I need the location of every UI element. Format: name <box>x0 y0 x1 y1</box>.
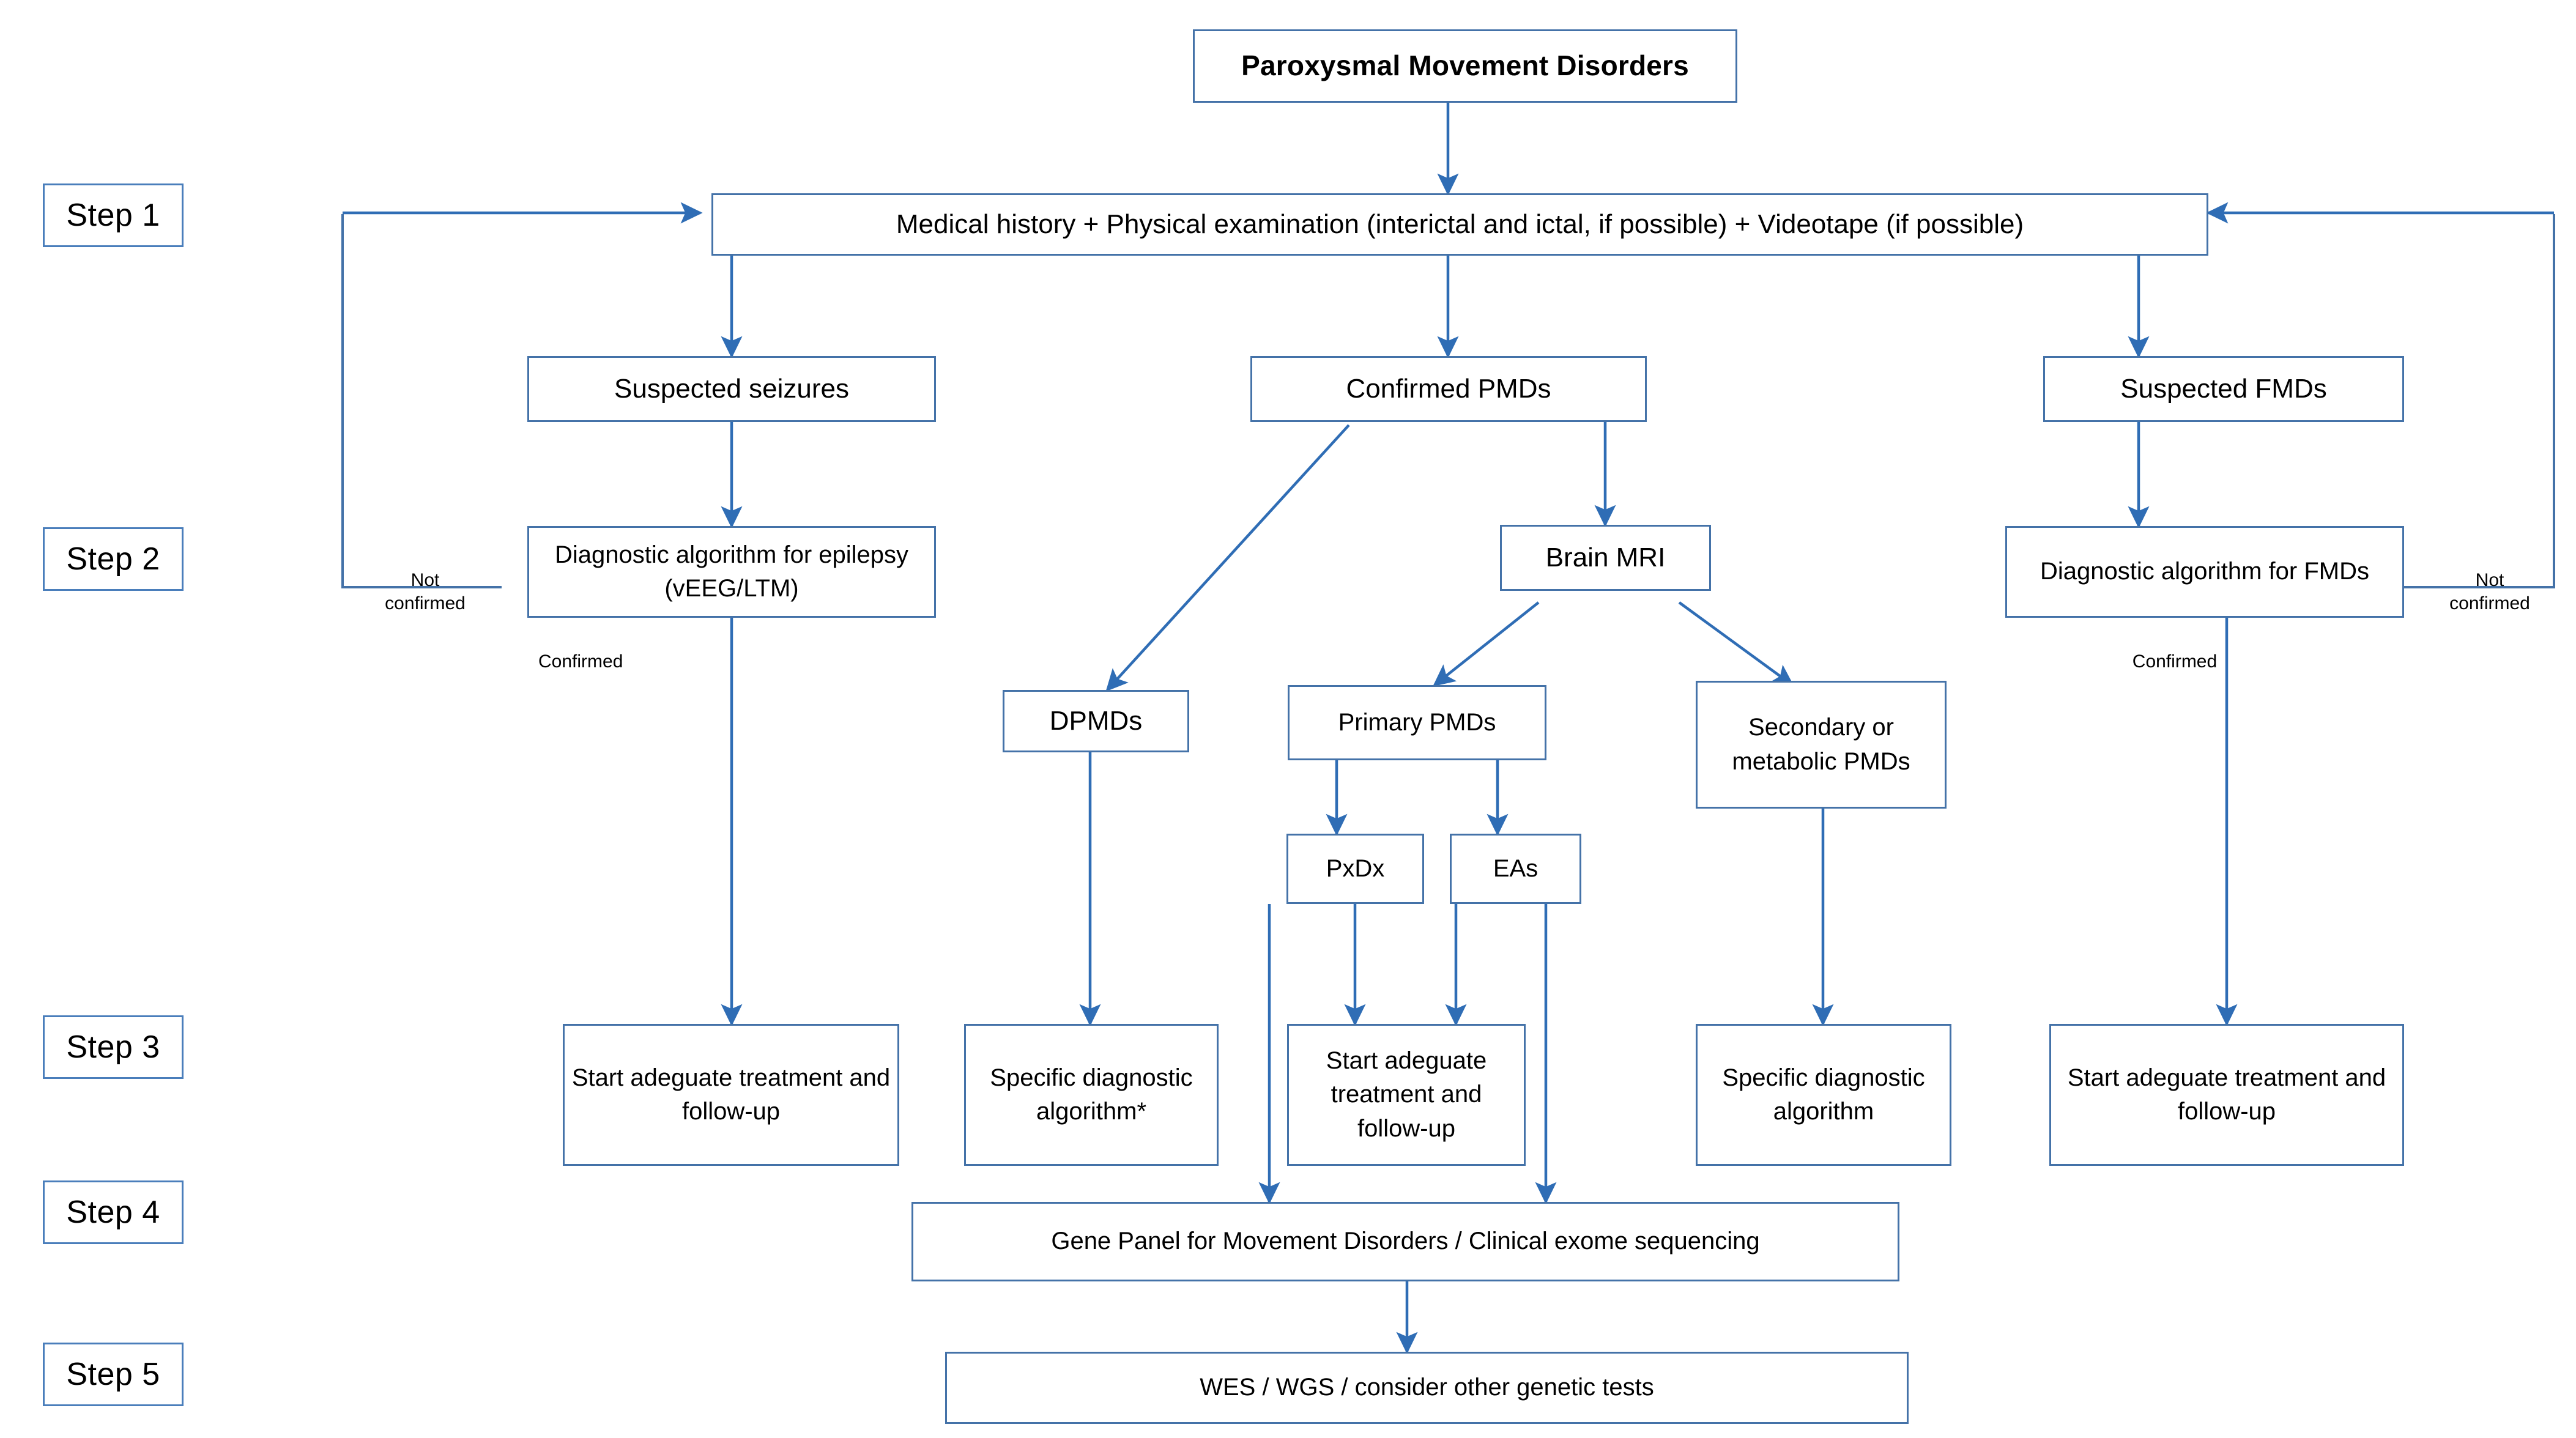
edge-label-not-confirmed-left: Not confirmed <box>385 570 466 613</box>
edge-mri-to-primary-pmds <box>1433 601 1540 687</box>
node-dpmds: DPMDs <box>1003 690 1189 752</box>
step-label-4: Step 4 <box>43 1180 184 1244</box>
node-suspected-seizures: Suspected seizures <box>527 356 936 422</box>
edge-label-confirmed-right: Confirmed <box>2132 651 2218 672</box>
edge-confirmed-to-dpmds <box>1105 424 1350 692</box>
node-treatment-middle: Start adeguate treatment and follow-up <box>1287 1024 1526 1166</box>
step-label-3: Step 3 <box>43 1015 184 1079</box>
node-specific-algorithm-star: Specific diagnostic algorithm* <box>964 1024 1219 1166</box>
node-specific-algorithm: Specific diagnostic algorithm <box>1696 1024 1951 1166</box>
edge-label-not-confirmed-right: Not confirmed <box>2449 570 2530 613</box>
edge-mri-to-secondary-pmds <box>1678 601 1794 687</box>
node-eas: EAs <box>1450 834 1581 904</box>
edge-label-confirmed-left: Confirmed <box>538 651 623 672</box>
edge-right-feedback-path <box>2404 214 2555 588</box>
node-gene-panel: Gene Panel for Movement Disorders / Clin… <box>911 1202 1899 1281</box>
node-epilepsy-diagnostic-algorithm: Diagnostic algorithm for epilepsy (vEEG/… <box>527 526 936 618</box>
step-label-1: Step 1 <box>43 183 184 247</box>
node-primary-pmds: Primary PMDs <box>1288 685 1546 760</box>
step-label-2: Step 2 <box>43 527 184 591</box>
node-medical-history-assessment: Medical history + Physical examination (… <box>711 193 2208 256</box>
node-secondary-metabolic-pmds: Secondary or metabolic PMDs <box>1696 681 1947 809</box>
step-label-5: Step 5 <box>43 1343 184 1406</box>
node-treatment-right: Start adeguate treatment and follow-up <box>2049 1024 2404 1166</box>
node-confirmed-pmds: Confirmed PMDs <box>1250 356 1647 422</box>
node-fmd-diagnostic-algorithm: Diagnostic algorithm for FMDs <box>2005 526 2404 618</box>
edge-left-feedback-path <box>341 214 502 588</box>
node-brain-mri: Brain MRI <box>1500 525 1711 591</box>
node-suspected-fmds: Suspected FMDs <box>2043 356 2404 422</box>
node-wes-wgs: WES / WGS / consider other genetic tests <box>945 1352 1909 1424</box>
node-pxdx: PxDx <box>1286 834 1424 904</box>
node-treatment-left: Start adeguate treatment and follow-up <box>563 1024 899 1166</box>
node-paroxysmal-movement-disorders: Paroxysmal Movement Disorders <box>1193 29 1737 103</box>
